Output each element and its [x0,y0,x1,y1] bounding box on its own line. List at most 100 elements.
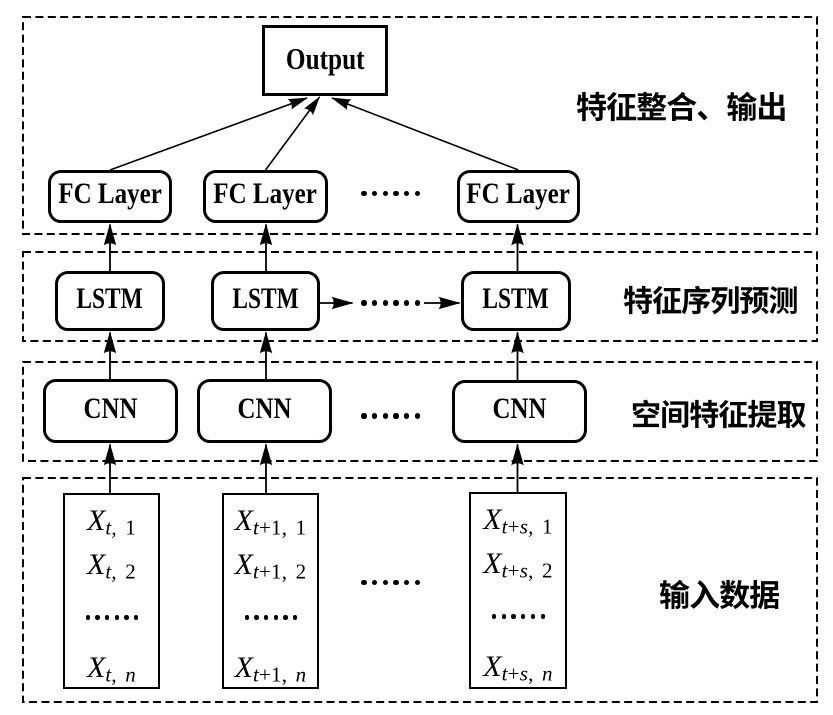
input-ellipsis-2: …… [224,615,317,620]
input-cell-subscript: t+1, n [252,662,307,687]
fc-row-ellipsis: …… [361,190,421,196]
lstm-box-1: LSTM [55,271,165,331]
dot [404,579,410,586]
band-label-sequence-prediction-glyphs [624,285,797,315]
dot [414,190,421,196]
band-label-input-data-glyphs [660,580,780,610]
cnn-row-ellipsis: …… [361,413,421,419]
band-label-spatial-extraction-glyphs [632,399,806,428]
input-box-1: Xt, 1 Xt, 2 …… Xt, n [63,493,160,689]
output-box: Output [262,25,388,96]
dot [372,413,378,419]
input-box-2: Xt+1, 1Xt+1, 2……Xt+1, n [222,493,319,689]
input-cell-base: X [234,504,253,537]
dot [414,300,421,306]
dot [361,579,367,586]
dot [361,190,367,196]
input-cell-base: X [483,650,502,683]
fc-layer-box-1: FC Layer [48,170,172,223]
band-input-data-frame [22,477,818,703]
ellipsis-text: …… [224,615,244,626]
dot [404,190,410,196]
dot [361,300,367,306]
input-cell-subscript: t+s, n [501,661,553,686]
dot [393,579,399,586]
input-row-ellipsis: …… [361,579,421,586]
input-cell-3-1: Xt+s, 1 [471,505,565,538]
input-cell-subscript: t+1, 2 [252,559,307,584]
input-cell-subscript: t, 1 [105,515,136,540]
ellipsis-text: …… [471,614,491,625]
fc-layer-box-2: FC Layer [203,170,328,223]
dot [404,300,410,306]
input-cell-base: X [87,651,106,684]
input-ellipsis-1: …… [65,615,158,620]
dot [293,615,298,620]
lstm-box-2: LSTM [211,271,320,331]
input-cell-subscript: t+s, 2 [501,558,553,583]
input-cell-3-4: Xt+s, n [471,652,565,685]
input-cell-3-2: Xt+s, 2 [471,549,565,582]
arrow-fc3-to-output [331,97,519,171]
dot [244,615,249,620]
dot [414,413,421,419]
dot [404,413,410,419]
dot [104,615,110,620]
band-label-input-data: 输入数据 [659,579,782,610]
dot [501,614,507,619]
input-cell-base: X [234,651,253,684]
band-label-sequence-prediction: 特征序列预测 [623,285,800,315]
arrow-fc1-to-output [109,97,308,171]
dot [95,615,100,620]
arrow-fc2-to-output [264,96,321,171]
input-box-3: Xt+s, 1Xt+s, 2……Xt+s, n [469,492,567,689]
input-cell-subscript: t+s, 1 [501,514,553,539]
dot [393,413,399,419]
input-cell-base: X [483,547,502,580]
dot [134,615,139,620]
input-cell-base: X [234,548,253,581]
dot [273,615,278,620]
input-cell-1-2: Xt, 2 [65,550,158,583]
cnn-box-3: CNN [452,380,587,443]
dot [372,190,378,196]
dot [393,300,399,306]
lstm-box-3: LSTM [461,271,571,331]
dot [393,190,399,196]
dot [530,614,536,619]
input-cell-2-1: Xt+1, 1 [224,506,317,539]
input-cell-subscript: t+1, 1 [252,515,307,540]
dot [85,615,90,620]
dot [263,615,269,620]
input-cell-base: X [87,548,106,581]
cnn-box-1: CNN [43,379,178,443]
input-cell-base: X [483,503,502,536]
lstm-row-ellipsis: …… [361,300,421,306]
dot [511,614,516,619]
band-sequence-prediction-frame [22,251,818,342]
dot [372,300,378,306]
band-output-integration-frame [22,16,818,235]
dot [382,190,388,196]
band-label-output-integration: 特征整合、输出 [576,91,789,122]
input-cell-2-4: Xt+1, n [224,653,317,686]
dot [124,615,129,620]
fc-layer-box-3: FC Layer [457,170,580,223]
band-label-spatial-extraction: 空间特征提取 [631,399,808,429]
dot [382,300,388,306]
dot [254,615,259,620]
band-spatial-extraction-frame [22,361,818,462]
input-cell-1-1: Xt, 1 [65,506,158,539]
dot [414,579,421,586]
input-ellipsis-3: …… [471,614,565,619]
input-cell-base: X [87,504,106,537]
band-label-output-integration-glyphs [577,91,785,122]
dot [372,579,378,586]
input-cell-2-2: Xt+1, 2 [224,550,317,583]
input-cell-subscript: t, n [105,662,136,687]
dot [382,579,388,586]
dot [382,413,388,419]
dot [521,614,526,619]
